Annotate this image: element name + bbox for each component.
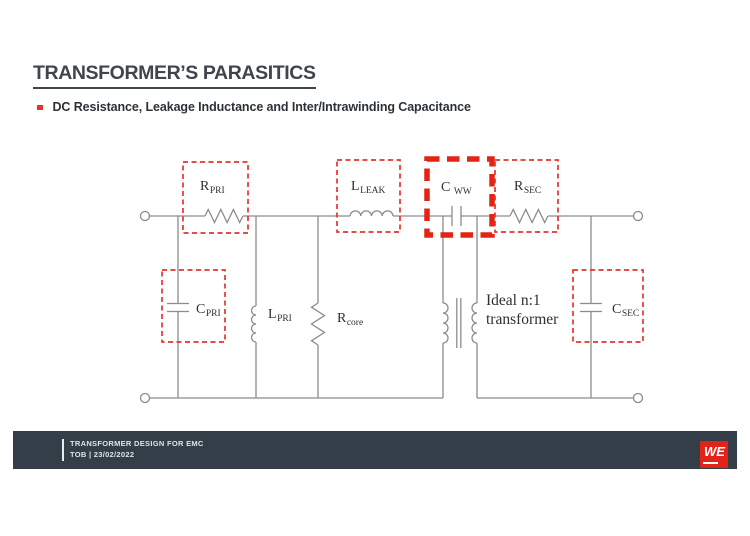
- label-ideal-transformer-line1: Ideal n:1: [486, 292, 541, 309]
- highlight-box-l-leak: [336, 159, 401, 233]
- capacitor-c-sec-branch: [580, 216, 602, 398]
- footer-divider: [62, 439, 64, 461]
- bullet-marker: [37, 104, 43, 110]
- highlight-box-c-sec: [572, 269, 644, 343]
- label-l-pri: LPRI: [268, 307, 292, 324]
- bullet-text: DC Resistance, Leakage Inductance and In…: [52, 100, 471, 114]
- footer-bar: TRANSFORMER DESIGN FOR EMC TOB | 23/02/2…: [13, 431, 737, 469]
- wuerth-elektronik-logo: WE: [700, 441, 728, 468]
- label-ideal-transformer-line2: transformer: [486, 311, 559, 328]
- capacitor-c-pri-branch: [167, 216, 189, 398]
- label-l-leak: LLEAK: [351, 179, 386, 196]
- page-title: TRANSFORMER’S PARASITICS: [33, 62, 316, 89]
- highlight-box-c-ww-emphasized: [424, 156, 495, 238]
- label-r-pri: RPRI: [200, 179, 225, 196]
- terminal-bottom-left: [139, 392, 151, 404]
- highlight-box-r-pri: [182, 161, 249, 234]
- logo-we-text: WE: [704, 444, 725, 459]
- capacitor-c-ww-symbol: [451, 206, 462, 226]
- resistor-r-core-branch: [310, 216, 326, 398]
- terminal-bottom-right: [632, 392, 644, 404]
- bullet-row: DC Resistance, Leakage Inductance and In…: [37, 100, 471, 114]
- terminal-top-left: [139, 210, 151, 222]
- label-c-pri: CPRI: [196, 302, 221, 319]
- resistor-r-sec-symbol: [509, 208, 549, 224]
- highlight-box-c-pri: [161, 269, 226, 343]
- ideal-transformer-symbol: [442, 216, 478, 398]
- inductor-l-pri-branch: [250, 216, 257, 398]
- footer-author-date: TOB | 23/02/2022: [70, 449, 135, 459]
- resistor-r-pri-symbol: [204, 208, 244, 224]
- footer-text: TRANSFORMER DESIGN FOR EMC TOB | 23/02/2…: [70, 439, 204, 460]
- label-c-sec: CSEC: [612, 302, 639, 319]
- highlight-box-r-sec: [494, 159, 559, 233]
- terminal-top-right: [632, 210, 644, 222]
- footer-presentation-title: TRANSFORMER DESIGN FOR EMC: [70, 439, 204, 448]
- inductor-l-leak-symbol: [349, 210, 394, 217]
- label-r-sec: RSEC: [514, 179, 541, 196]
- label-r-core: Rcore: [337, 311, 363, 328]
- logo-underline: [703, 461, 718, 464]
